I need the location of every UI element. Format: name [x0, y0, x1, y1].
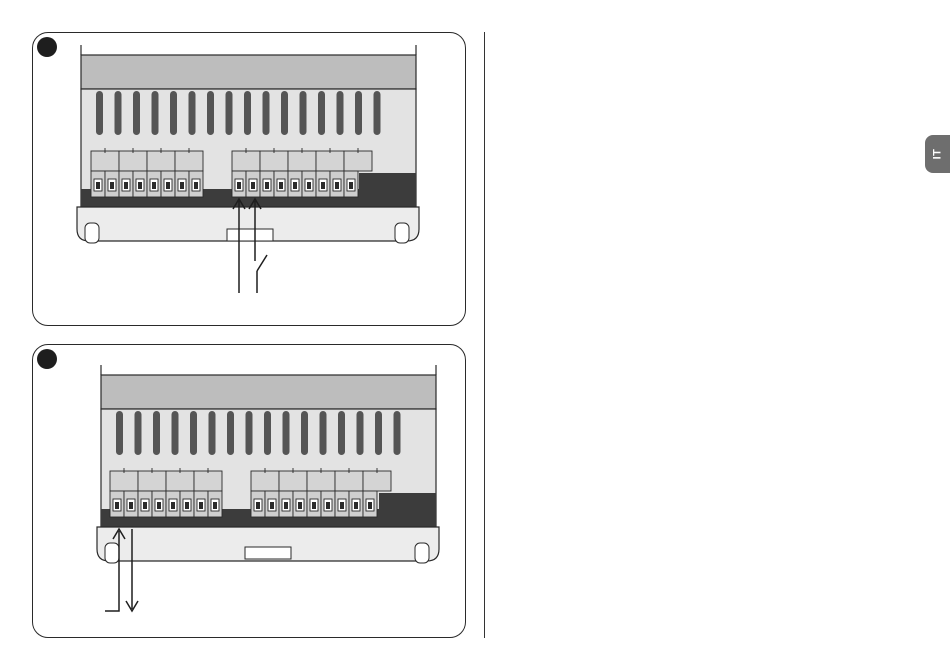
terminal-cover [175, 151, 203, 171]
figure-2-panel [32, 344, 466, 638]
vent-slot [301, 411, 308, 455]
vent-slot [281, 91, 288, 135]
language-tab-label: IT [932, 149, 944, 160]
vent-slot [374, 91, 381, 135]
din-rail-clip [97, 527, 439, 563]
vent-slot [209, 411, 216, 455]
terminal-cover [119, 151, 147, 171]
din-rail-clip [77, 207, 419, 243]
terminal-cover [147, 151, 175, 171]
terminal-cover [307, 471, 335, 491]
vent-slot [246, 411, 253, 455]
terminal-cover [232, 151, 260, 171]
terminal-cover [316, 151, 344, 171]
terminal-cover [194, 471, 222, 491]
vent-slot [227, 411, 234, 455]
vent-slot [318, 91, 325, 135]
vent-slot [263, 91, 270, 135]
vent-slot [115, 91, 122, 135]
terminal-cover [335, 471, 363, 491]
vent-slot [189, 91, 196, 135]
vent-slot [264, 411, 271, 455]
terminal-cover [138, 471, 166, 491]
terminal-block-right [251, 468, 391, 517]
vent-slot [226, 91, 233, 135]
terminal-cover [279, 471, 307, 491]
vent-slot [375, 411, 382, 455]
vent-slot [153, 411, 160, 455]
terminal-cover [260, 151, 288, 171]
vent-slot [283, 411, 290, 455]
vent-slot [244, 91, 251, 135]
terminal-cover [166, 471, 194, 491]
vent-slot [337, 91, 344, 135]
terminal-cover [110, 471, 138, 491]
vent-slot [357, 411, 364, 455]
vent-slot [355, 91, 362, 135]
vent-slot [133, 91, 140, 135]
terminal-block-left [91, 148, 203, 197]
terminal-cover [344, 151, 372, 171]
vent-slot [170, 91, 177, 135]
terminal-block-left [110, 468, 222, 517]
vent-slot [207, 91, 214, 135]
terminal-cover [251, 471, 279, 491]
vent-slot [190, 411, 197, 455]
terminal-cover [363, 471, 391, 491]
vent-slot [96, 91, 103, 135]
vent-slot [135, 411, 142, 455]
vent-slot [116, 411, 123, 455]
terminal-cover [288, 151, 316, 171]
vent-slot [394, 411, 401, 455]
vent-slot [152, 91, 159, 135]
language-tab[interactable]: IT [925, 135, 950, 173]
figure-1-panel [32, 32, 466, 326]
vent-slot [300, 91, 307, 135]
vent-slot [338, 411, 345, 455]
figure-1-diagram [33, 33, 465, 325]
column-divider [484, 32, 485, 638]
terminal-cover [91, 151, 119, 171]
terminal-block-right [232, 148, 372, 197]
vent-slot [172, 411, 179, 455]
vent-slot [320, 411, 327, 455]
figure-2-diagram [33, 345, 465, 637]
